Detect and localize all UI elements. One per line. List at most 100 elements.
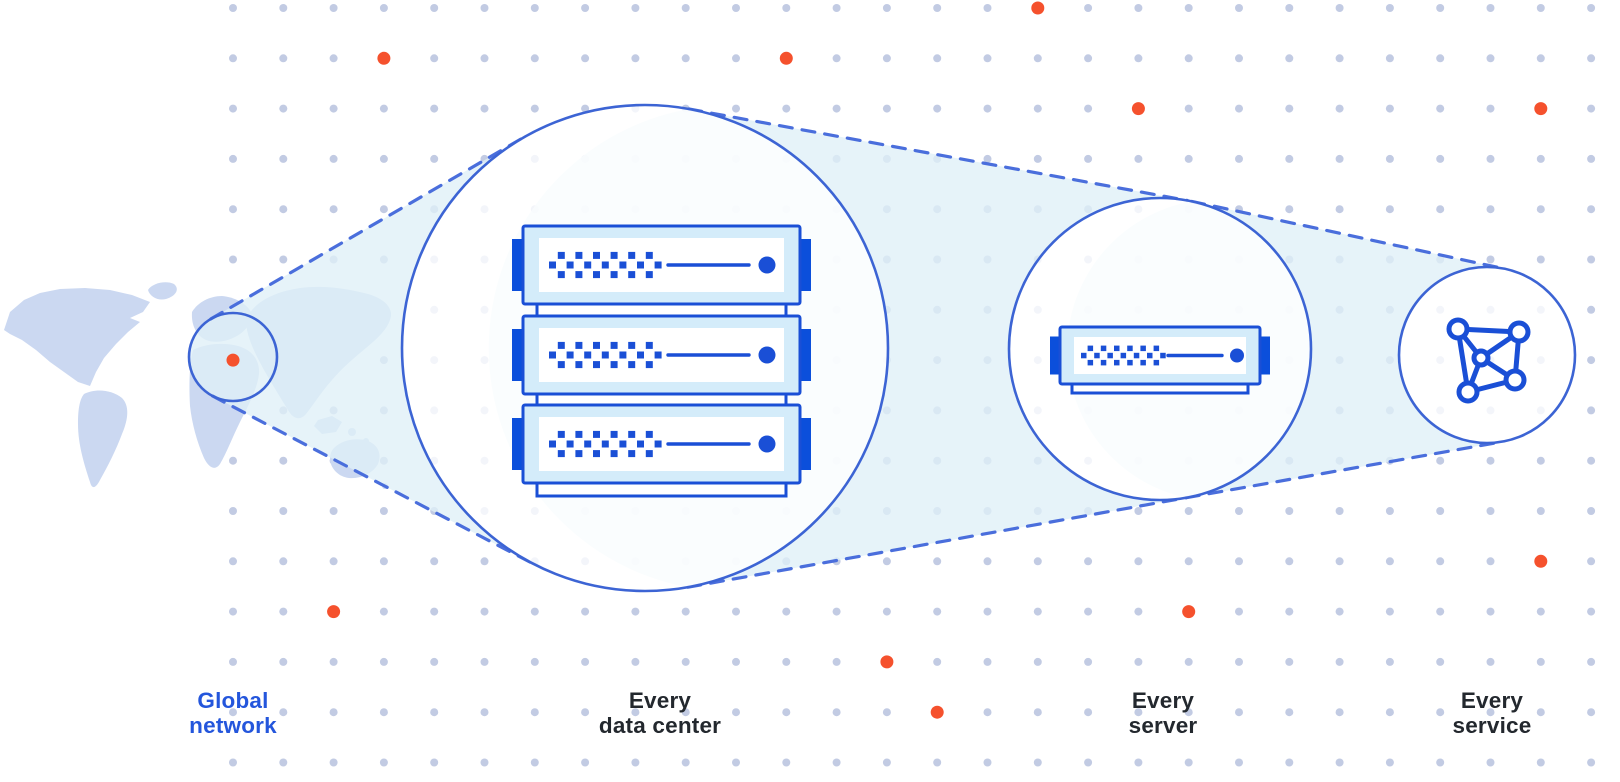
grid-dot: [1587, 104, 1596, 113]
grid-dot: [1436, 657, 1445, 666]
dashed-line: [209, 136, 525, 321]
grid-dot: [1486, 507, 1495, 515]
grid-dot: [1587, 205, 1596, 214]
grid-dot: [1335, 607, 1344, 616]
server-pixel: [1140, 359, 1146, 366]
server-pixel: [566, 440, 574, 448]
grid-dot: [229, 758, 237, 767]
grid-dot: [1033, 154, 1042, 163]
grid-dot: [430, 607, 439, 616]
grid-dot: [1134, 607, 1143, 616]
server-pixel: [593, 271, 600, 279]
grid-dot: [1184, 4, 1193, 12]
server-led-dot: [758, 346, 776, 364]
grid-dot: [430, 708, 439, 717]
accent-dot: [1131, 102, 1145, 116]
grid-dot: [581, 54, 590, 63]
server-pixel: [637, 261, 644, 269]
grid-dot: [1587, 4, 1596, 12]
grid-dot: [1486, 54, 1495, 63]
grid-dot: [279, 708, 288, 717]
grid-dot: [1385, 708, 1394, 717]
grid-dot: [1235, 657, 1243, 666]
accent-dot: [1031, 1, 1045, 15]
grid-dot: [1235, 104, 1243, 113]
grid-dot: [1436, 456, 1445, 465]
server-pixel: [610, 251, 618, 259]
server-pixel: [645, 271, 653, 279]
grid-dot: [1536, 456, 1545, 465]
grid-dot: [1335, 507, 1344, 515]
grid-dot: [933, 607, 942, 616]
server-pixel: [610, 430, 618, 438]
grid-dot: [832, 607, 841, 616]
server-pixel: [584, 261, 592, 269]
accent-dot: [1182, 605, 1196, 619]
accent-dot: [779, 51, 793, 65]
grid-dot: [279, 557, 288, 566]
grid-dot: [530, 54, 539, 63]
label-every-service: Every service: [1452, 688, 1532, 738]
grid-dot: [1436, 4, 1445, 12]
grid-dot: [1084, 708, 1093, 717]
grid-dot: [1436, 54, 1445, 63]
grid-dot: [1285, 154, 1294, 163]
server-pixel: [557, 430, 565, 438]
grid-dot: [1587, 255, 1596, 264]
grid-dot: [581, 104, 590, 113]
grid-dot: [1536, 657, 1545, 666]
grid-dot: [279, 507, 288, 515]
map-highlight-circle: [187, 311, 279, 403]
server-pixel: [628, 341, 636, 349]
accent-dot: [327, 605, 341, 619]
grid-dot: [1486, 255, 1495, 264]
grid-dot: [379, 607, 388, 616]
grid-dot: [229, 557, 237, 566]
grid-dot: [1486, 708, 1495, 717]
grid-dot: [279, 154, 288, 163]
grid-dot: [681, 54, 690, 63]
grid-dot: [1486, 557, 1495, 566]
grid-dot: [983, 657, 992, 666]
grid-dot: [1587, 305, 1596, 314]
grid-dot: [1134, 154, 1143, 163]
grid-dot: [1285, 557, 1294, 566]
grid-dot: [480, 4, 489, 12]
server-pixel: [549, 351, 556, 359]
grid-dot: [1587, 54, 1596, 63]
server-pixel: [628, 430, 636, 438]
grid-dot: [681, 4, 690, 12]
grid-dot: [732, 4, 740, 12]
server-pixel: [566, 351, 574, 359]
mesh-node: [1503, 368, 1527, 392]
grid-dot: [782, 657, 791, 666]
grid-dot: [379, 4, 388, 12]
grid-dot: [379, 708, 388, 717]
server-pixel: [1114, 359, 1120, 366]
grid-dot: [1587, 557, 1596, 566]
grid-dot: [1385, 607, 1394, 616]
grid-dot: [1235, 54, 1243, 63]
grid-dot: [631, 4, 640, 12]
grid-dot: [530, 657, 539, 666]
grid-dot: [1235, 507, 1243, 515]
grid-dot: [1084, 54, 1093, 63]
server-pixel: [601, 351, 609, 359]
grid-dot: [229, 708, 237, 717]
server-pixel: [610, 341, 618, 349]
grid-dot: [581, 657, 590, 666]
grid-dot: [1084, 607, 1093, 616]
grid-dot: [1486, 758, 1495, 767]
grid-dot: [631, 657, 640, 666]
grid-dot: [1486, 456, 1495, 465]
grid-dot: [1486, 4, 1495, 12]
grid-dot: [329, 708, 338, 717]
grid-dot: [1033, 708, 1042, 717]
grid-dot: [1385, 205, 1394, 214]
grid-dot: [933, 4, 942, 12]
grid-dot: [1235, 758, 1243, 767]
grid-dot: [1385, 557, 1394, 566]
grid-dot: [1536, 54, 1545, 63]
server-pixel: [601, 261, 609, 269]
grid-dot: [229, 657, 237, 666]
